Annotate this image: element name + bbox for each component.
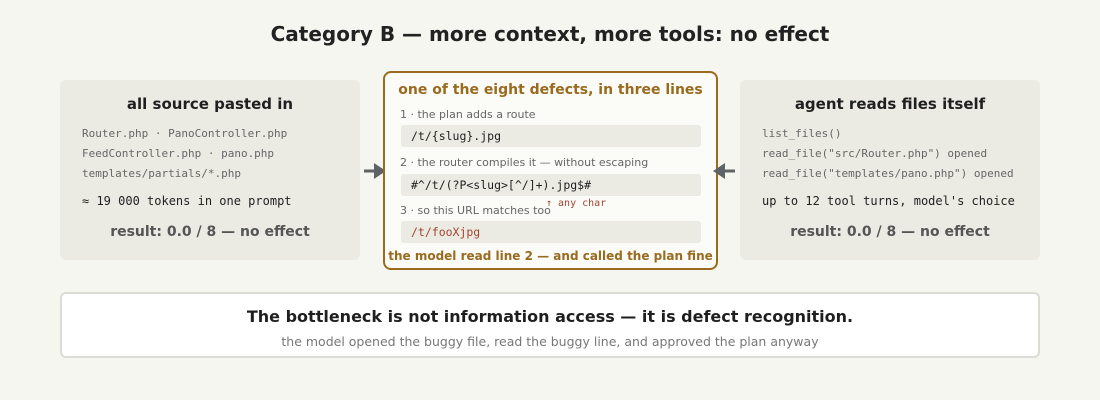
code-route: /t/{slug}.jpg	[401, 125, 701, 147]
any-char-annotation: ↑ any char	[546, 198, 607, 209]
code-regex: #^/t/(?P<slug>[^/]+).jpg$#	[401, 174, 701, 196]
arrow-right-icon	[364, 163, 386, 179]
left-card-pasted-source: all source pasted in Router.php · PanoCo…	[60, 80, 360, 260]
tool-call-line: list_files()	[762, 127, 842, 140]
step-label: 2 · the router compiles it — without esc…	[400, 156, 649, 169]
left-card-title: all source pasted in	[126, 95, 294, 113]
token-count: ≈ 19 000 tokens in one prompt	[82, 194, 292, 208]
tool-call-line: read_file("templates/pano.php") opened	[762, 167, 1014, 180]
left-result: result: 0.0 / 8 — no effect	[110, 224, 310, 240]
tool-turns: up to 12 tool turns, model's choice	[762, 194, 1015, 208]
file-list-line: FeedController.php · pano.php	[82, 147, 275, 160]
page-title: Category B — more context, more tools: n…	[270, 22, 830, 46]
step-label: 1 · the plan adds a route	[400, 108, 536, 121]
right-card-agent-reads: agent reads files itself list_files() re…	[740, 80, 1040, 260]
code-bad-url: /t/fooXjpg	[401, 221, 701, 243]
right-card-title: agent reads files itself	[794, 95, 986, 113]
defect-example-card: one of the eight defects, in three lines…	[383, 71, 718, 270]
defect-card-title: one of the eight defects, in three lines	[398, 82, 703, 98]
conclusion-subtext: the model opened the buggy file, read th…	[281, 334, 819, 349]
arrow-left-icon	[713, 163, 735, 179]
conclusion-headline: The bottleneck is not information access…	[246, 307, 854, 326]
defect-card-footer: the model read line 2 — and called the p…	[388, 249, 713, 263]
file-list-line: templates/partials/*.php	[82, 167, 241, 180]
step-label: 3 · so this URL matches too	[400, 204, 551, 217]
tool-call-line: read_file("src/Router.php") opened	[762, 147, 988, 160]
right-result: result: 0.0 / 8 — no effect	[790, 224, 990, 240]
file-list-line: Router.php · PanoController.php	[82, 127, 288, 140]
conclusion-box: The bottleneck is not information access…	[60, 292, 1040, 358]
